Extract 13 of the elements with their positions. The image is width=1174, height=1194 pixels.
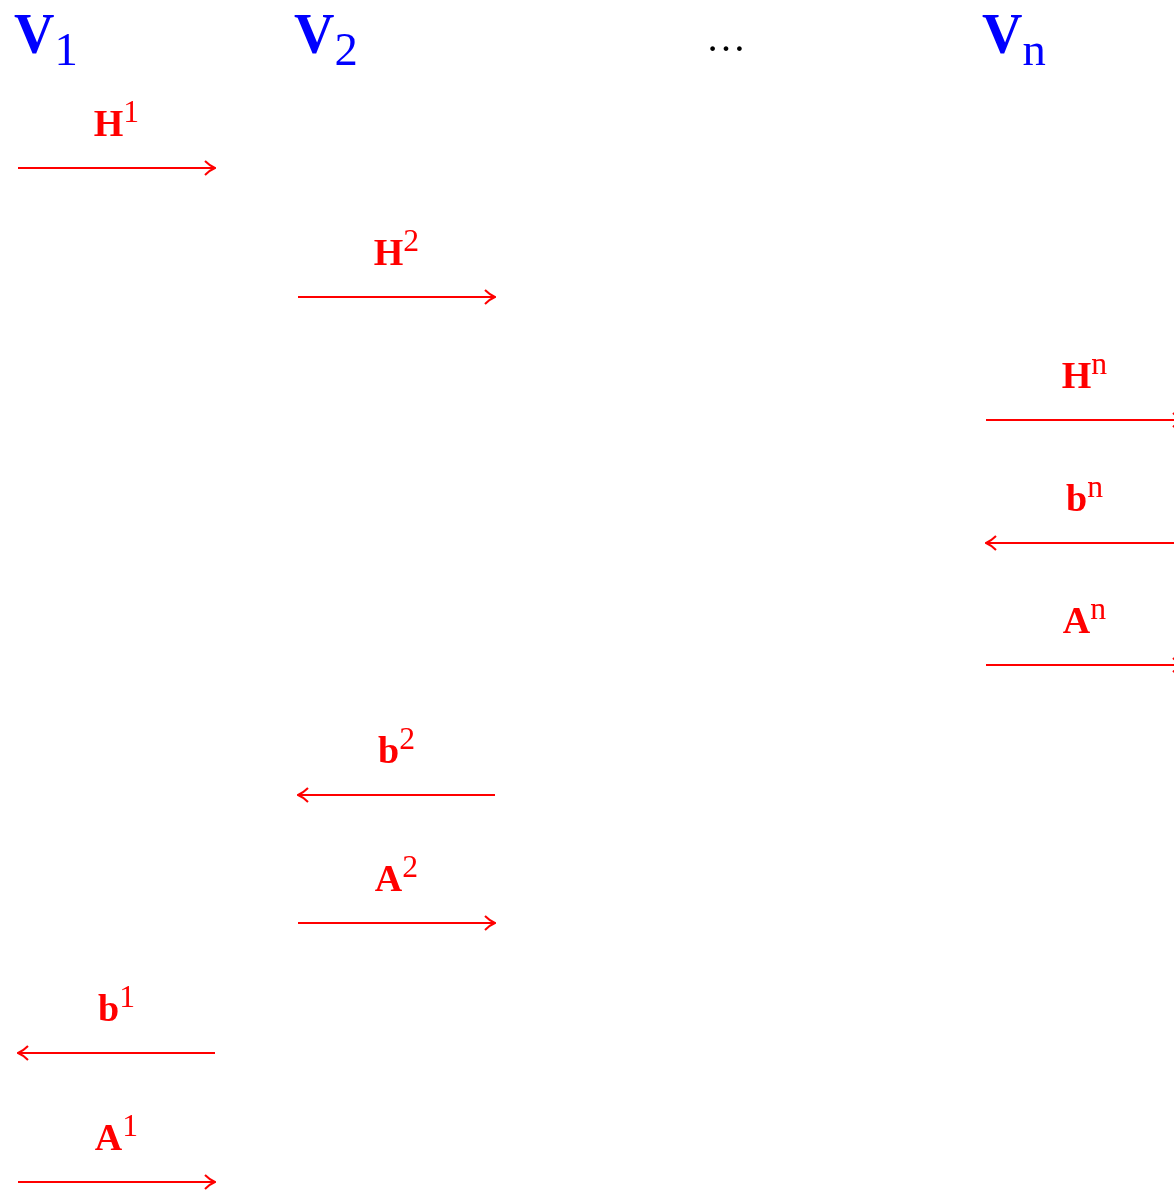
vector-space-label: V$_{1}$	[14, 6, 78, 73]
map-label: A$^{1}$	[94, 1110, 139, 1156]
vector-space-label: V$_{2}$	[294, 6, 358, 73]
map-label: H$^{2}$	[373, 225, 420, 271]
map-label: A$^{n}$	[1062, 593, 1107, 639]
map-label: H$^{1}$	[93, 96, 140, 142]
ellipsis: …	[706, 18, 746, 58]
vector-space-label: V$_{n}$	[982, 6, 1046, 73]
map-label: b$^{n}$	[1066, 471, 1103, 517]
map-label: b$^{2}$	[378, 723, 415, 769]
map-label: H$^{n}$	[1061, 348, 1108, 394]
map-label: b$^{1}$	[98, 981, 135, 1027]
map-label: A$^{2}$	[374, 851, 419, 897]
